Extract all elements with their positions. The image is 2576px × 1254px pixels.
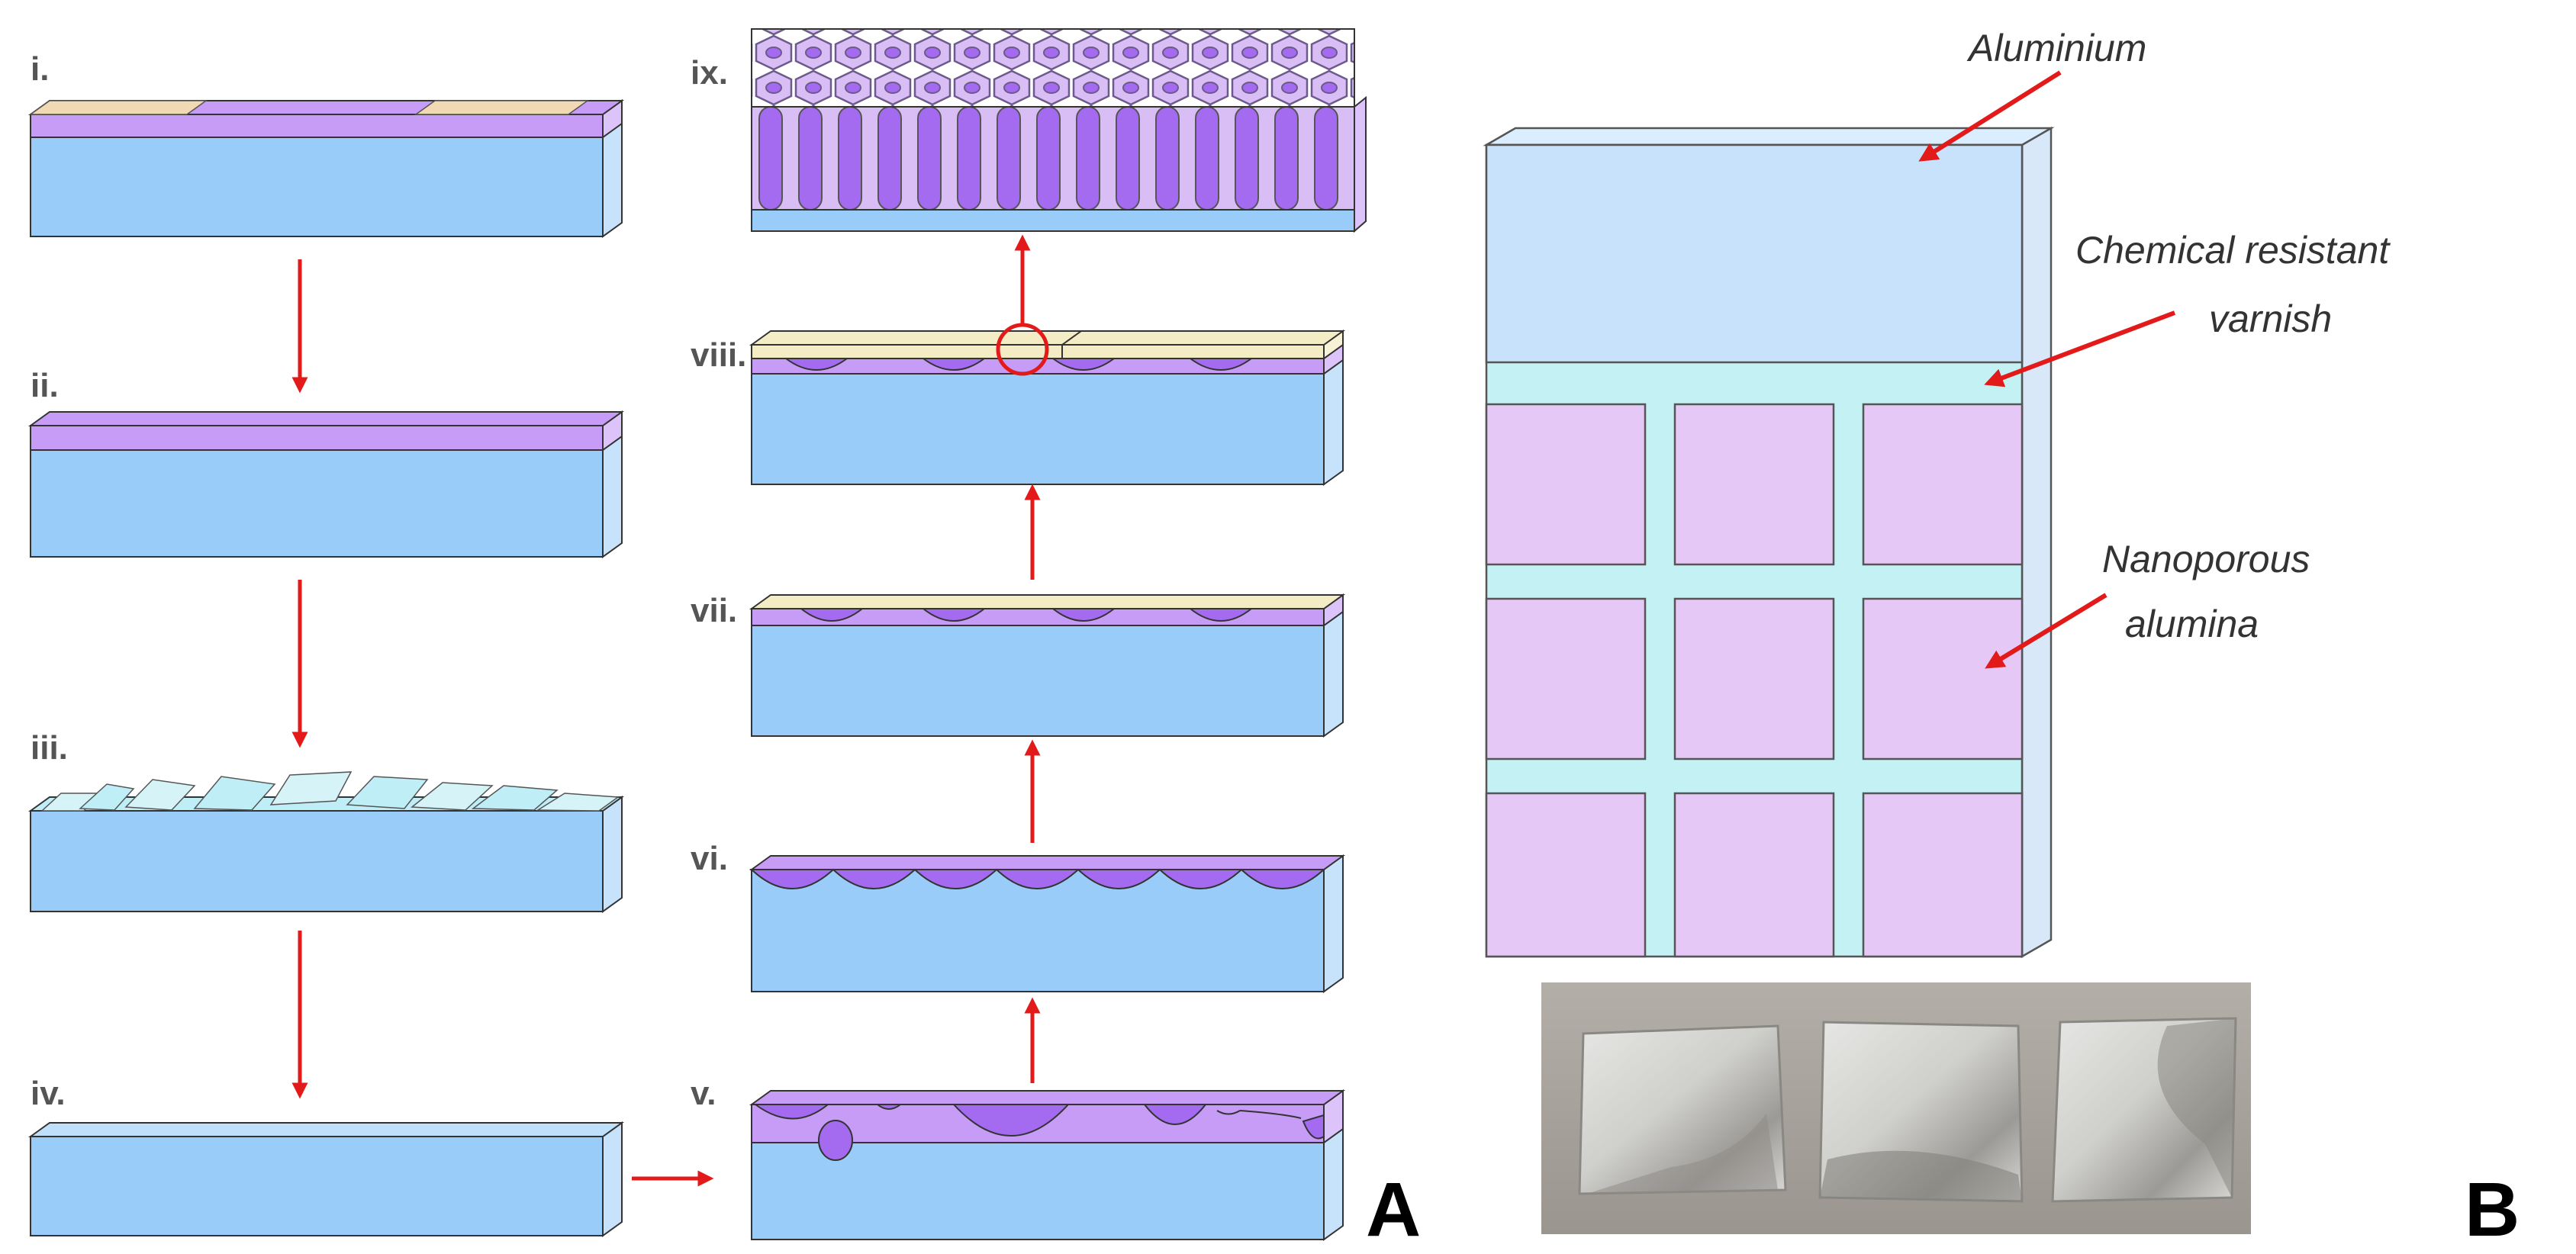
callout-varnish-line2: varnish	[2209, 297, 2332, 340]
block-step-ii	[31, 412, 622, 557]
photo-sample-sheet	[2053, 1018, 2236, 1201]
step-label-ix: ix.	[691, 54, 728, 92]
step-label-iii: iii.	[31, 729, 68, 767]
block-step-vi	[752, 856, 1343, 992]
panel-letter-a: A	[1366, 1167, 1421, 1252]
step-label-ii: ii.	[31, 367, 59, 404]
callout-alumina-line2: alumina	[2125, 603, 2259, 645]
block-step-vii	[752, 595, 1343, 736]
block-step-i	[31, 101, 622, 236]
aluminium-region	[1486, 145, 2022, 362]
sample-photo	[1541, 982, 2251, 1234]
block-step-iii	[31, 772, 622, 912]
photo-sample-sheet	[1579, 1026, 1785, 1194]
pore-columns	[759, 107, 1338, 210]
step-label-v: v.	[691, 1075, 716, 1112]
step-label-iv: iv.	[31, 1075, 66, 1112]
alumina-squares	[1486, 404, 2022, 957]
step-label-viii: viii.	[691, 336, 746, 374]
block-step-viii	[752, 325, 1343, 484]
callout-aluminium: Aluminium	[1966, 27, 2146, 69]
block-step-ix	[752, 29, 1366, 231]
sample-plate	[1486, 128, 2051, 957]
step-label-i: i.	[31, 50, 49, 88]
panel-letter-b: B	[2465, 1167, 2520, 1252]
block-step-iv	[31, 1123, 622, 1236]
step-label-vii: vii.	[691, 592, 737, 629]
panel-b: Aluminium Chemical resistant varnish Nan…	[1486, 27, 2520, 1252]
panel-a: i. ii. iii.	[31, 29, 1421, 1252]
step-label-vi: vi.	[691, 840, 728, 877]
callout-varnish-line1: Chemical resistant	[2075, 229, 2391, 272]
hexagonal-cell-top	[752, 29, 1354, 107]
callout-alumina-line1: Nanoporous	[2102, 538, 2310, 580]
block-step-v	[752, 1091, 1343, 1240]
photo-sample-sheet	[1820, 1022, 2022, 1201]
